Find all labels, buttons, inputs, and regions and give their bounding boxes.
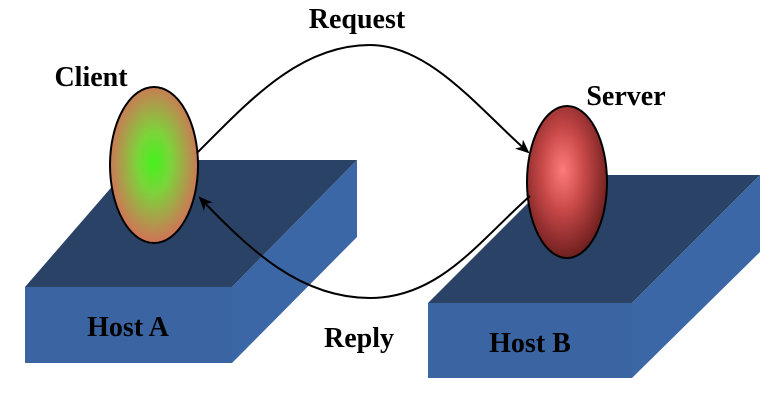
host-b-label: Host B: [489, 328, 571, 359]
host-b-front: [428, 303, 632, 378]
host-a-side: [232, 160, 357, 363]
client-node: [109, 86, 199, 244]
reply-arrow: [198, 195, 531, 300]
host-a-top: [25, 160, 357, 287]
client-label: Client: [54, 62, 128, 93]
host-a-label: Host A: [87, 312, 169, 343]
reply-label: Reply: [324, 323, 394, 354]
request-arrow: [197, 43, 530, 154]
request-label: Request: [309, 4, 406, 35]
server-label: Server: [586, 81, 665, 112]
server-node: [526, 105, 608, 259]
host-a-front: [25, 287, 232, 363]
host-b-side: [632, 175, 760, 378]
host-a-box: Host A: [25, 160, 357, 363]
